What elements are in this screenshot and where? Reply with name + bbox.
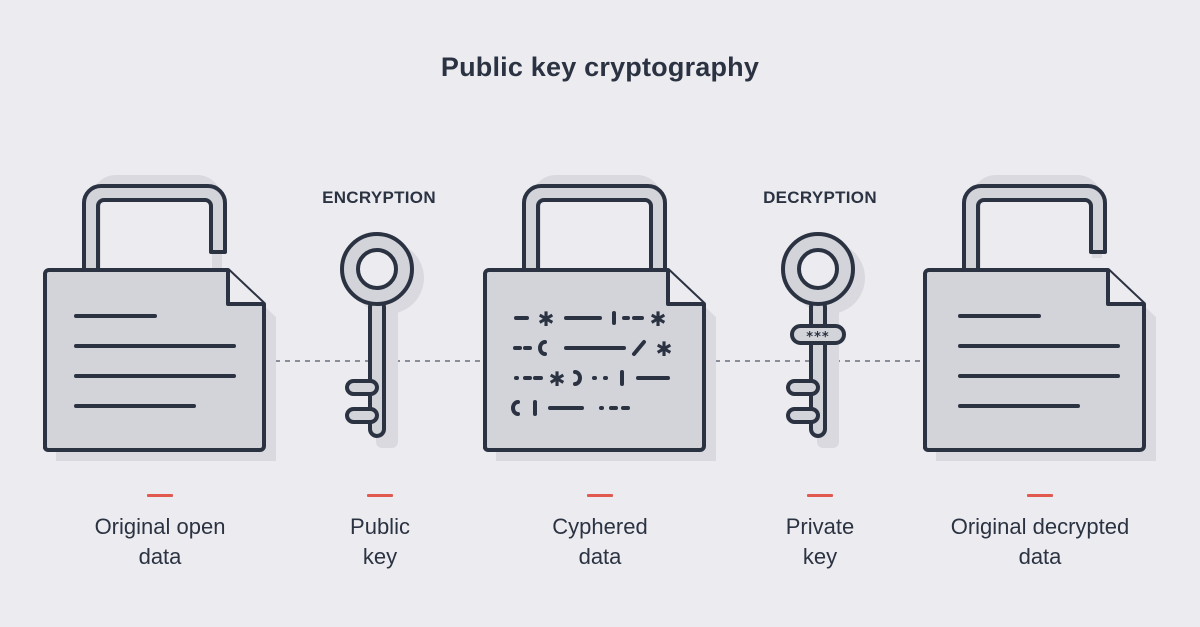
diagram-title: Public key cryptography xyxy=(440,52,760,82)
caption-line: Original decrypted xyxy=(950,514,1130,539)
caption-original-open-data: Original open data xyxy=(40,512,280,572)
caption-line: Original open xyxy=(94,514,226,539)
private-key-code: *** xyxy=(806,330,829,345)
caption-accent-dash xyxy=(587,494,613,497)
caption-line: Cyphered xyxy=(552,514,648,539)
caption-private-key: Private key xyxy=(700,512,940,572)
svg-text:✱: ✱ xyxy=(549,367,566,391)
decryption-label: DECRYPTION xyxy=(763,188,877,207)
encryption-label: ENCRYPTION xyxy=(322,188,436,207)
caption-line: key xyxy=(362,544,398,569)
caption-line: key xyxy=(802,544,838,569)
svg-text:✱: ✱ xyxy=(650,307,667,331)
caption-accent-dash xyxy=(147,494,173,497)
caption-accent-dash xyxy=(1027,494,1053,497)
caption-line: Public xyxy=(350,514,410,539)
caption-public-key: Public key xyxy=(260,512,500,572)
svg-text:✱: ✱ xyxy=(538,307,555,331)
caption-line: Private xyxy=(785,514,855,539)
caption-original-decrypted-data: Original decrypted data xyxy=(920,512,1160,572)
open-padlock-original-icon xyxy=(43,175,276,461)
caption-line: data xyxy=(138,544,182,569)
private-key-icon: *** xyxy=(781,232,865,448)
caption-line: data xyxy=(1018,544,1062,569)
caption-line: data xyxy=(578,544,622,569)
svg-text:✱: ✱ xyxy=(656,337,673,361)
caption-accent-dash xyxy=(367,494,393,497)
caption-accent-dash xyxy=(807,494,833,497)
open-padlock-decrypted-icon xyxy=(923,175,1156,461)
caption-cyphered-data: Cyphered data xyxy=(480,512,720,572)
public-key-icon xyxy=(340,232,424,448)
cyphered-padlock-icon: ✱ ✱ ✱ ✱ xyxy=(483,175,716,461)
